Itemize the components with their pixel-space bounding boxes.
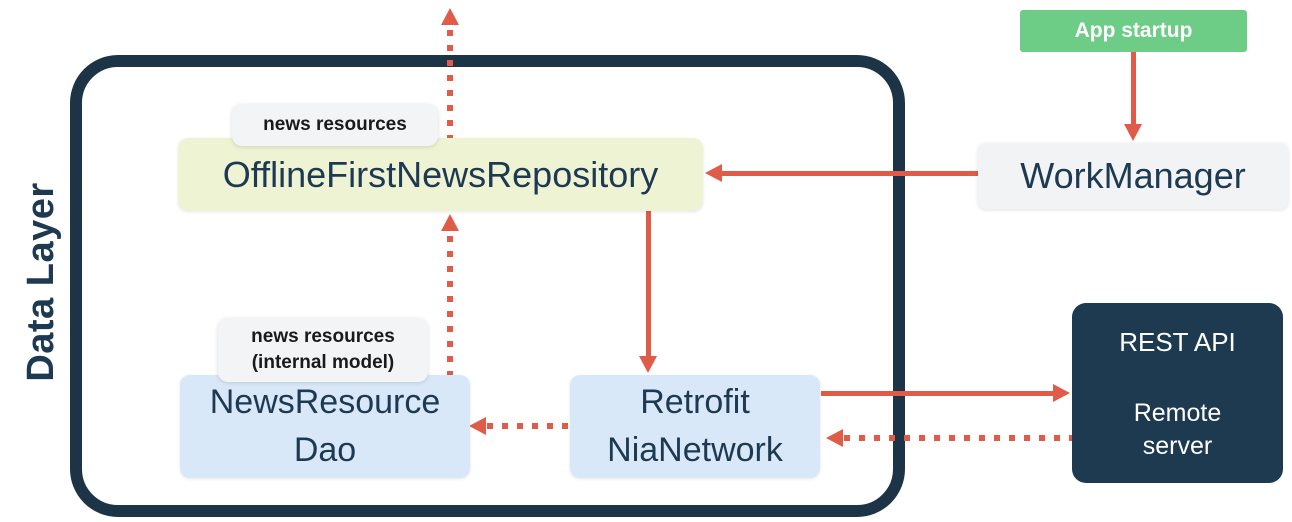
arrowhead-up-icon bbox=[441, 8, 459, 25]
dao-label-line2: Dao bbox=[293, 430, 357, 469]
arrowhead-down-icon bbox=[639, 356, 657, 373]
remote-server-label: Remote server bbox=[1134, 397, 1222, 463]
rest-api-title: REST API bbox=[1119, 327, 1236, 357]
data-layer-container bbox=[70, 55, 905, 517]
arrow-line bbox=[1131, 52, 1136, 125]
remote-server-line1: Remote bbox=[1133, 399, 1222, 427]
remote-server-line2: server bbox=[1142, 432, 1213, 460]
tag-news-resources-internal-model: news resources (internal model) bbox=[218, 318, 428, 382]
tag-dao-line2: (internal model) bbox=[251, 352, 395, 373]
tag-dao-label: news resources (internal model) bbox=[251, 324, 395, 375]
node-workmanager: WorkManager bbox=[978, 143, 1288, 209]
tag-news-resources-label: news resources bbox=[263, 114, 407, 136]
dao-label: NewsResource Dao bbox=[210, 379, 441, 474]
tag-news-resources: news resources bbox=[232, 104, 438, 146]
node-offline-first-news-repository: OfflineFirstNewsRepository bbox=[178, 138, 703, 211]
network-label-line2: NiaNetwork bbox=[607, 430, 783, 469]
arrowhead-right-icon bbox=[1053, 384, 1070, 402]
arrowhead-left-icon bbox=[705, 164, 722, 182]
arrowhead-up-icon bbox=[441, 214, 459, 231]
arrow-line bbox=[844, 435, 1072, 441]
repository-label: OfflineFirstNewsRepository bbox=[222, 153, 659, 195]
node-app-startup: App startup bbox=[1020, 10, 1247, 52]
arrow-line bbox=[447, 236, 453, 375]
arrow-line bbox=[821, 391, 1054, 396]
dao-label-line1: NewsResource bbox=[209, 382, 441, 421]
arrow-line bbox=[721, 171, 978, 176]
arrow-line bbox=[487, 423, 571, 429]
network-label: Retrofit NiaNetwork bbox=[607, 379, 783, 474]
arrow-line bbox=[646, 211, 651, 357]
tag-dao-line1: news resources bbox=[251, 326, 395, 348]
app-startup-label: App startup bbox=[1074, 19, 1193, 42]
arrow-line bbox=[447, 30, 453, 138]
arrowhead-left-icon bbox=[826, 429, 843, 447]
data-layer-label: Data Layer bbox=[20, 182, 62, 382]
network-label-line1: Retrofit bbox=[640, 382, 750, 421]
node-news-resource-dao: NewsResource Dao bbox=[180, 375, 470, 478]
node-retrofit-nia-network: Retrofit NiaNetwork bbox=[570, 375, 820, 478]
workmanager-label: WorkManager bbox=[1020, 155, 1246, 196]
arrowhead-down-icon bbox=[1124, 124, 1142, 141]
arrowhead-left-icon bbox=[469, 417, 486, 435]
node-rest-api-remote-server: REST API Remote server bbox=[1072, 303, 1283, 483]
